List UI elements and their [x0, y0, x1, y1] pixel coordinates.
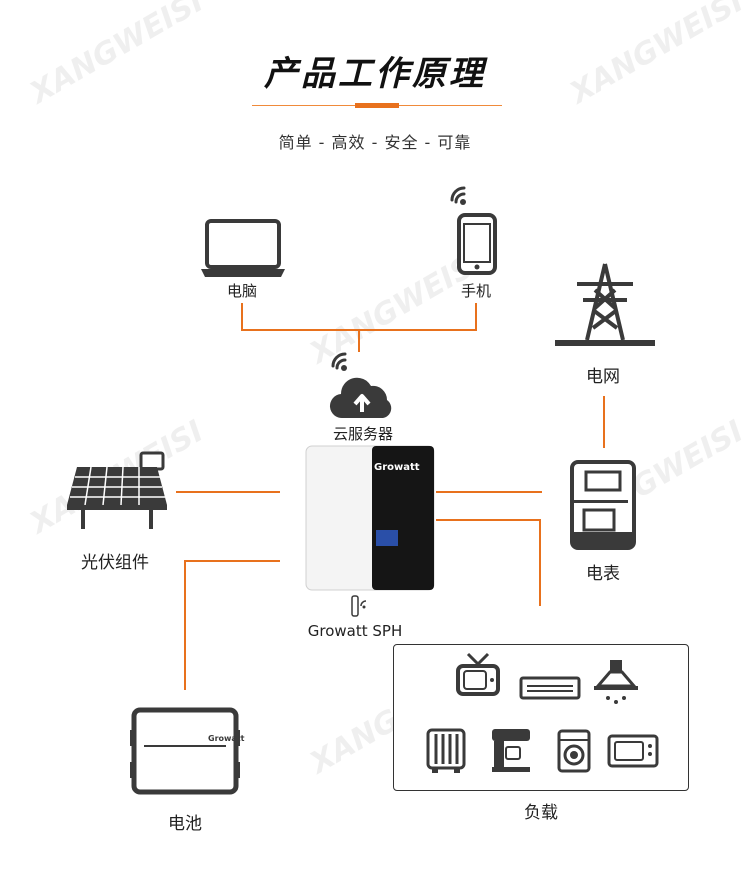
coffee-machine-icon — [492, 729, 530, 772]
page-subtitle: 简单 - 高效 - 安全 - 可靠 — [278, 133, 472, 152]
cloud-upload-icon — [329, 377, 392, 419]
battery-brand-logo: Growatt — [208, 734, 245, 743]
page-title: 产品工作原理 — [264, 54, 486, 94]
battery-device — [130, 707, 240, 795]
pv-label: 光伏组件 — [81, 553, 149, 573]
load-label: 负载 — [524, 803, 558, 823]
connector-battery-inverter — [184, 560, 280, 690]
electricity-meter-icon — [570, 460, 636, 550]
inverter-brand-logo: Growatt — [374, 462, 420, 473]
range-hood-icon — [594, 660, 638, 704]
battery-label: 电池 — [168, 814, 202, 834]
power-tower-icon — [555, 263, 655, 346]
laptop-icon — [201, 219, 285, 277]
title-divider-accent — [355, 103, 399, 108]
wifi-icon — [331, 352, 347, 371]
inverter-label: Growatt SPH — [307, 622, 403, 640]
grid-label: 电网 — [586, 367, 620, 387]
phone-label: 手机 — [460, 282, 491, 300]
microwave-icon — [607, 734, 659, 768]
washing-machine-icon — [557, 729, 591, 773]
connector-inverter-load — [436, 519, 541, 606]
heater-icon — [426, 728, 466, 773]
air-conditioner-icon — [519, 676, 581, 700]
cloud-server-label: 云服务器 — [332, 425, 393, 443]
solar-panel-icon — [67, 451, 167, 529]
tv-icon — [456, 652, 500, 696]
smartphone-icon — [457, 213, 497, 275]
wifi-icon — [450, 186, 466, 205]
wifi-dongle-icon — [351, 595, 367, 617]
inverter-device — [305, 445, 435, 591]
meter-label: 电表 — [586, 564, 620, 584]
connector-computer-phone — [241, 303, 477, 331]
computer-label: 电脑 — [226, 282, 257, 300]
